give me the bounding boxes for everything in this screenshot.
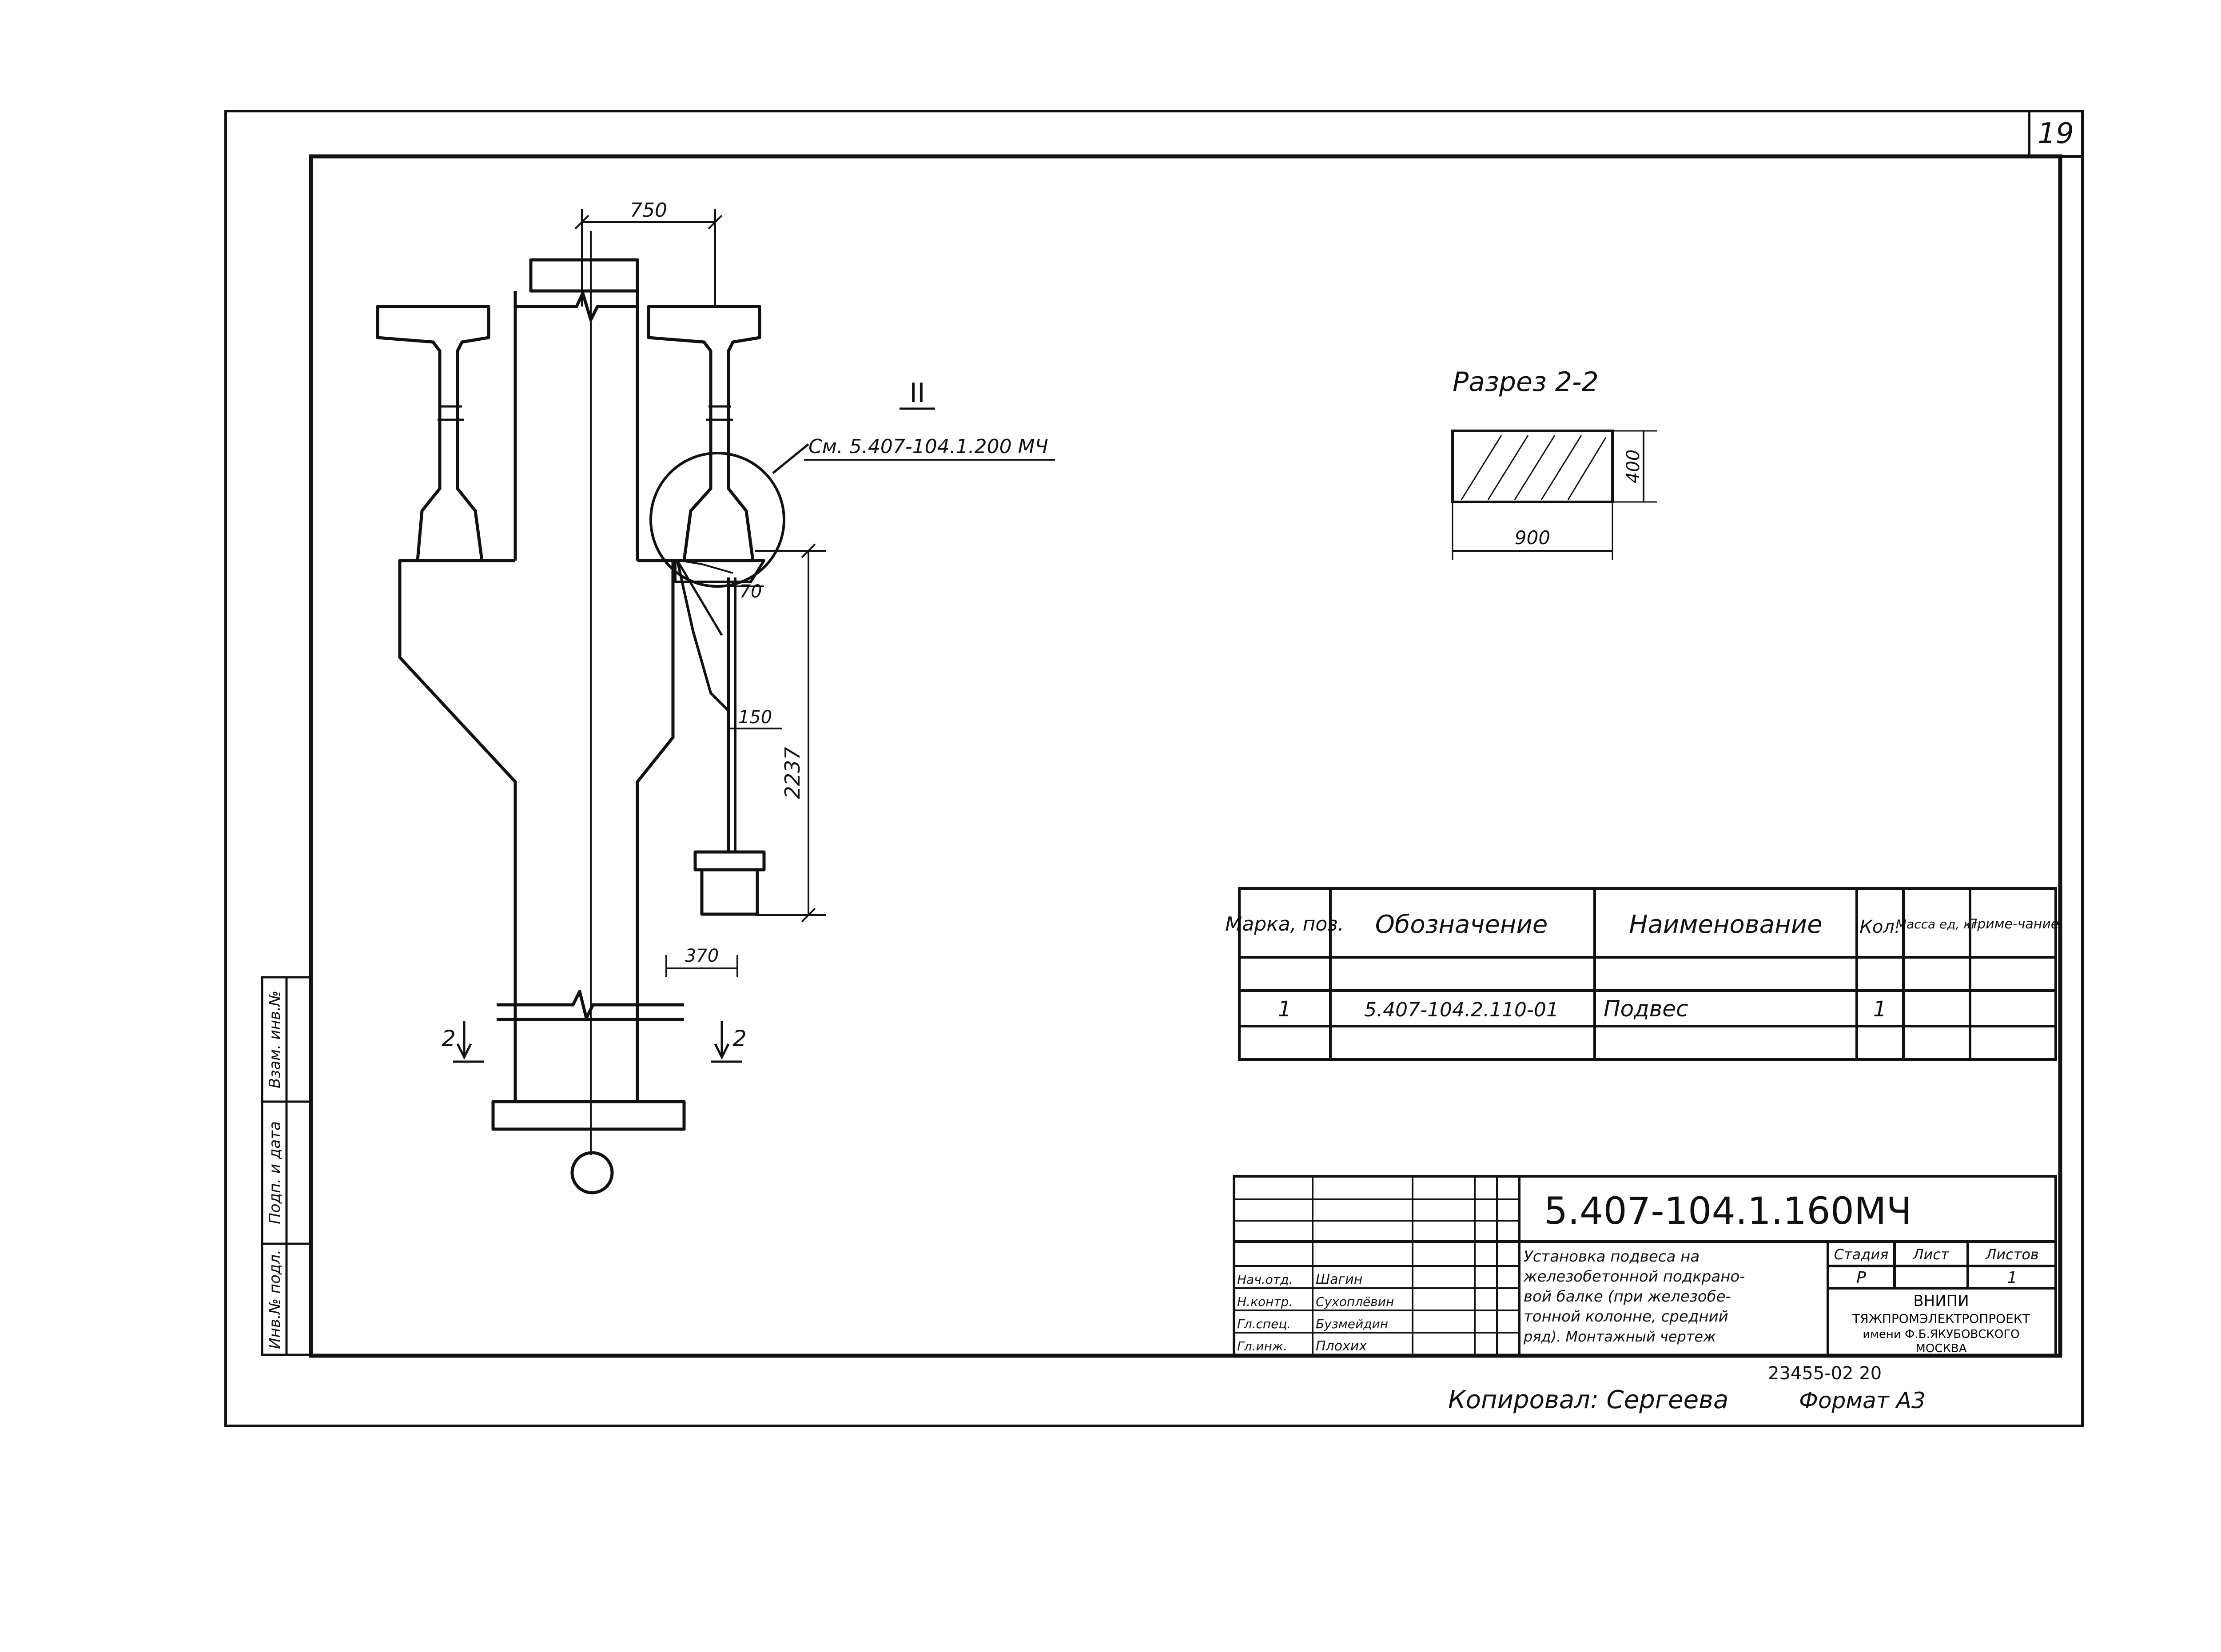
org-line-3: имени Ф.Б.ЯКУБОВСКОГО (1863, 1328, 2019, 1341)
column-cap (529, 258, 639, 293)
staff-role-4: Гл.инж. (1237, 1339, 1287, 1353)
staff-name-2: Сухоплёвин (1316, 1294, 1394, 1309)
title-description-line-4: тонной колонне, средний (1524, 1308, 1728, 1326)
dim-70: 70 (740, 581, 762, 602)
spec-header-mark: Марка, поз. (1225, 913, 1344, 935)
spec-table (1238, 887, 2057, 1061)
title-description-line-1: Установка подвеса на (1524, 1248, 1700, 1266)
break-line-top (515, 291, 637, 322)
side-stamp-sign: Подп. и дата (266, 1121, 284, 1224)
dim-370: 370 (685, 946, 719, 966)
order-number: 23455-02 20 (1768, 1363, 1882, 1384)
spec-header-name: Наименование (1629, 910, 1822, 939)
spec-row-name: Подвес (1604, 996, 1688, 1022)
spec-row-designation: 5.407-104.2.110-01 (1364, 999, 1559, 1021)
sheet-number: 19 (2038, 117, 2074, 150)
section-marks (453, 1021, 742, 1063)
detail-mark: II (909, 378, 925, 409)
dimensions (574, 209, 826, 977)
spec-header-designation: Обозначение (1375, 910, 1548, 939)
section-title: Разрез 2-2 (1453, 366, 1599, 398)
section-height: 400 (1623, 450, 1644, 483)
side-stamp-replace: Взам. инв.№ (266, 991, 284, 1088)
section-mark-left: 2 (442, 1026, 456, 1051)
right-crane-beam (647, 305, 761, 562)
detail-reference: См. 5.407-104.1.200 МЧ (808, 435, 1048, 458)
section-2-2 (1451, 430, 1657, 560)
side-stamp-inv: Инв.№ подл. (266, 1250, 284, 1349)
section-width: 900 (1515, 527, 1550, 549)
spec-row-qty: 1 (1873, 997, 1887, 1022)
dim-750: 750 (630, 199, 667, 222)
spec-header-note: Приме-чание (1967, 916, 2059, 932)
beam-bracket (674, 559, 765, 583)
staff-name-3: Бузмейдин (1316, 1317, 1388, 1331)
hanger-brace (676, 560, 730, 712)
dim-2237: 2237 (780, 747, 804, 799)
break-line-bottom (497, 990, 684, 1020)
sheet-label: Лист (1912, 1246, 1949, 1263)
column-base (491, 1100, 686, 1131)
title-description-line-3: вой балке (при железобе- (1524, 1288, 1731, 1306)
spec-header-mass: Масса ед, кг (1896, 917, 1978, 931)
side-stamp (261, 976, 312, 1356)
inner-frame (309, 154, 2062, 1358)
outer-frame (224, 110, 2084, 1427)
title-block (1233, 1175, 2057, 1357)
spec-header-qty: Кол. (1859, 917, 1900, 937)
sheet-number-box: 19 (2028, 110, 2084, 158)
staff-role-2: Н.контр. (1237, 1294, 1293, 1309)
stage-label: Стадия (1834, 1246, 1889, 1263)
section-mark-right: 2 (732, 1026, 747, 1051)
dim-150: 150 (738, 707, 772, 728)
title-description-line-5: ряд). Монтажный чертеж (1523, 1328, 1716, 1345)
sheets-value: 1 (2007, 1269, 2018, 1287)
stage-value: Р (1856, 1269, 1866, 1287)
document-code: 5.407-104.1.160МЧ (1544, 1189, 1912, 1233)
column-elevation (376, 231, 809, 1194)
copied-by: Копировал: Сергеева (1448, 1385, 1728, 1414)
staff-role-3: Гл.спец. (1237, 1317, 1291, 1331)
org-line-4: МОСКВА (1915, 1342, 1966, 1355)
detail-circle (649, 452, 785, 588)
left-crane-beam (376, 305, 490, 562)
hanger-box (693, 850, 766, 872)
spec-row-pos: 1 (1278, 997, 1292, 1022)
axis-marker-icon (570, 1151, 614, 1194)
sheet-format: Формат А3 (1799, 1388, 1926, 1413)
org-line-2: ТЯЖПРОМЭЛЕКТРОПРОЕКТ (1852, 1311, 2030, 1326)
title-description-line-2: железобетонной подкрано- (1523, 1268, 1745, 1286)
org-line-1: ВНИПИ (1913, 1292, 1969, 1310)
staff-name-1: Шагин (1316, 1272, 1362, 1287)
staff-name-4: Плохих (1316, 1338, 1367, 1354)
sheets-label: Листов (1985, 1246, 2039, 1263)
staff-role-1: Нач.отд. (1237, 1272, 1293, 1287)
